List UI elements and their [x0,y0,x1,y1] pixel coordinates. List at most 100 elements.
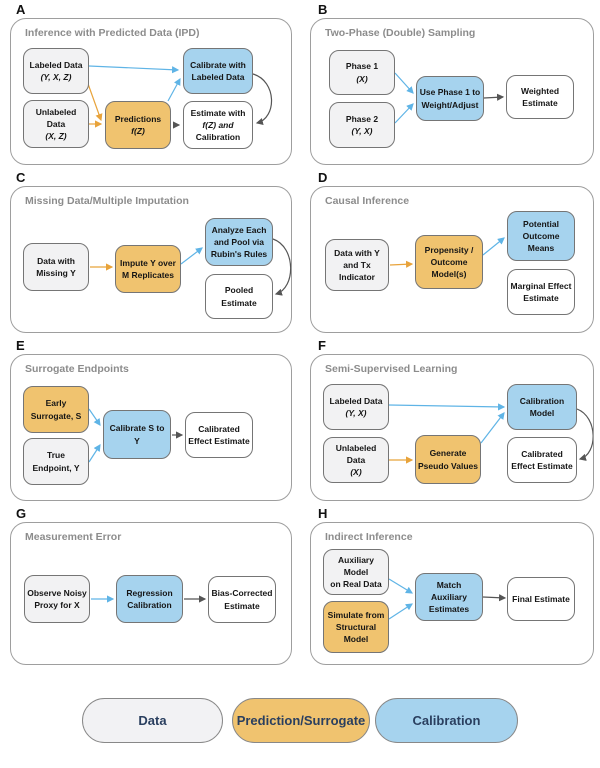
panel-indirect-inference: Indirect Inference Auxiliary Model on Re… [310,522,594,665]
panel-a-letter: A [16,2,26,17]
legend-label: Prediction/Surrogate [236,713,366,728]
node-line: Model(s) [431,269,467,280]
arrow-blue [88,443,101,463]
node-line: and Tx [343,259,371,270]
node-line: Weighted [520,85,560,96]
panel-c-letter: C [16,170,26,185]
node-line: Estimate [522,98,558,108]
node-line: (X) [356,73,368,84]
node-unlabeled-data: Unlabeled Data (X, Z) [23,100,89,148]
node-line: Labeled Data [191,72,245,82]
node-labeled-data: Labeled Data (Y, X, Z) [23,48,89,94]
node-data-missing-y: Data with Missing Y [23,243,89,291]
panel-ipd-title: Inference with Predicted Data (IPD) [25,27,200,39]
node-line: (Y, X, Z) [40,72,72,82]
node-line: Pooled [224,285,254,296]
node-line: Observe Noisy [27,587,87,598]
node-line: Auxiliary Model [338,554,374,577]
node-line: Calibration [127,600,172,610]
node-auxiliary-model: Auxiliary Model on Real Data [323,549,389,595]
node-line: Proxy for X [34,600,80,610]
node-line: Model [529,408,555,418]
panel-b-letter: B [318,2,328,17]
arrow-blue [394,72,414,94]
panel-causal-title: Causal Inference [325,195,410,207]
node-estimate-calibration: Estimate with f(Z) and Calibration [183,101,253,149]
arrow-blue [482,237,505,256]
arrow-blue [88,65,180,74]
panel-g-letter: G [16,506,27,521]
node-line: Calibrated [521,448,563,459]
arrow-blue [388,578,414,594]
node-weighted-estimate: Weighted Estimate [506,75,574,119]
node-early-surrogate: Early Surrogate, S [23,386,89,433]
panel-measurement-error: Measurement Error Observe Noisy Proxy fo… [10,522,292,665]
legend-label: Data [138,713,167,728]
node-line: f(Z) and [202,119,234,130]
node-line: and Pool via [213,236,265,247]
feedback-arrow [252,73,273,126]
panel-causal: Causal Inference Data with Y and Tx Indi… [310,186,594,333]
node-line: Calibrate with [190,59,246,70]
panel-e-letter: E [16,338,25,353]
node-pooled-estimate: Pooled Estimate [205,274,273,319]
arrow-blue [388,403,506,411]
node-simulate-structural: Simulate from Structural Model [323,601,389,653]
node-line: Estimates [428,604,470,615]
node-line: Model [343,634,369,645]
node-line: Regression [126,587,173,598]
node-line: Missing Y [36,268,76,278]
node-line: Bias-Corrected [211,588,273,599]
arrow-blue [480,412,505,444]
panel-surrogate: Surrogate Endpoints Early Surrogate, S T… [10,354,292,501]
panel-f-letter: F [318,338,326,353]
node-line: Weight/Adjust [421,99,479,110]
node-line: Use Phase 1 to [419,87,481,98]
panel-d-letter: D [318,170,328,185]
feedback-arrow [576,408,593,461]
arrow-blue [388,603,414,620]
node-line: Pseudo Values [418,460,478,471]
node-line: Predictions [114,113,162,124]
node-marginal-effect: Marginal Effect Estimate [507,269,575,315]
node-potential-outcome: Potential Outcome Means [507,211,575,261]
node-line: Estimate [221,297,257,308]
node-line: Unlabeled Data [35,106,77,129]
node-line: Data with [37,255,75,266]
node-rubins-rules: Analyze Each and Pool via Rubin's Rules [205,218,273,266]
panel-missing-data: Missing Data/Multiple Imputation Data wi… [10,186,292,333]
node-unlabeled-data: Unlabeled Data (X) [323,437,389,483]
node-line: on Real Data [330,579,382,590]
node-calibration-model: Calibration Model [507,384,577,430]
node-noisy-proxy: Observe Noisy Proxy for X [24,575,90,623]
node-weight-adjust: Use Phase 1 to Weight/Adjust [416,76,484,121]
node-propensity: Propensity / Outcome Model(s) [415,235,483,289]
node-line: Indicator [339,272,375,283]
legend-pill-calibration: Calibration [375,698,518,743]
node-line: Analyze Each [211,224,267,235]
node-line: Early [45,398,67,409]
arrow-gray [482,594,507,602]
panel-h-letter: H [318,506,328,521]
node-line: Labeled Data [329,395,383,406]
panel-indirect-inference-title: Indirect Inference [325,531,413,543]
node-line: Phase 2 [345,113,379,124]
node-calibrate-labeled: Calibrate with Labeled Data [183,48,253,94]
node-calibrated-effect: Calibrated Effect Estimate [185,412,253,458]
node-calibrate-s-to-y: Calibrate S to Y [103,410,171,459]
node-line: Final Estimate [512,593,570,604]
node-calibrated-effect: Calibrated Effect Estimate [507,437,577,483]
node-line: f(Z) [131,126,145,136]
legend-label: Calibration [412,713,481,728]
node-line: Calibrate S to Y [109,423,165,446]
node-line: Impute Y over [120,257,176,268]
panel-missing-data-title: Missing Data/Multiple Imputation [25,195,189,207]
node-match-auxiliary: Match Auxiliary Estimates [415,573,483,621]
node-phase-1: Phase 1 (X) [329,50,395,95]
node-line: Potential [523,218,559,229]
node-line: Data with Y [334,247,380,258]
node-line: Surrogate, S [30,410,82,421]
node-line: Propensity / [424,244,474,255]
panel-semi-supervised: Semi-Supervised Learning Labeled Data (Y… [310,354,594,501]
